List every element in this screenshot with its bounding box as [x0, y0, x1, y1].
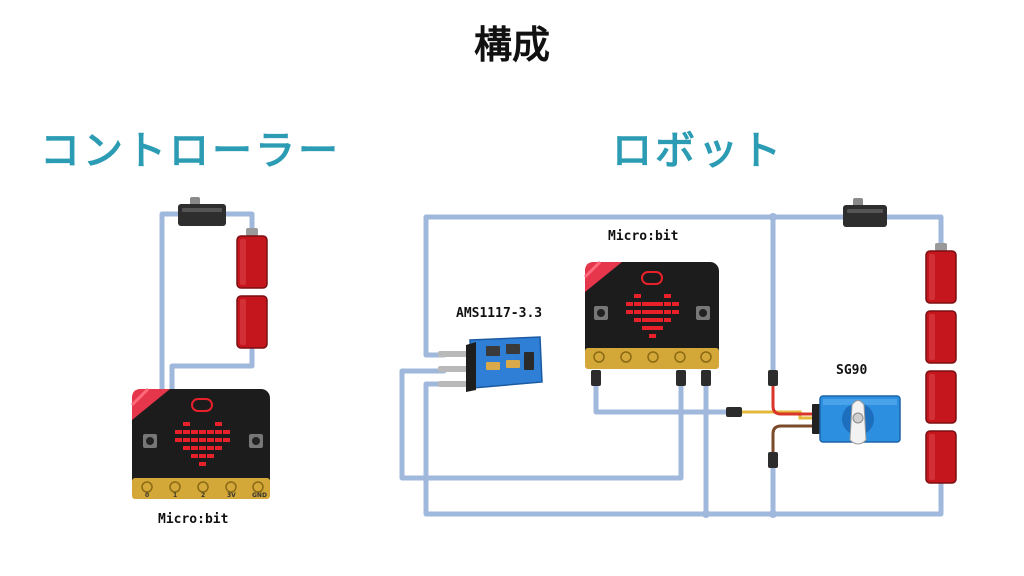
pin-label: 2: [201, 492, 205, 499]
robot-battery-icon: [925, 243, 957, 484]
pin-label: GND: [252, 492, 267, 499]
robot-microbit-label: Micro:bit: [608, 229, 679, 244]
servo-icon: [812, 395, 901, 445]
robot-section-title: ロボット: [612, 128, 784, 174]
wire-connector-icon: [591, 370, 778, 468]
regulator-label: AMS1117-3.3: [456, 306, 543, 321]
controller-section-title: コントローラー: [40, 128, 341, 174]
wire-junctions: [702, 213, 777, 518]
page-title: 構成: [473, 23, 550, 67]
regulator-icon: [438, 336, 543, 392]
robot-wires: [399, 214, 944, 517]
robot-slide-switch-icon[interactable]: [843, 198, 887, 227]
controller-battery-icon: [236, 228, 268, 349]
pin-label: 3V: [227, 492, 236, 499]
robot-microbit-icon: [583, 260, 719, 369]
servo-leads: [738, 382, 820, 458]
controller-microbit-label: Micro:bit: [158, 512, 229, 527]
pin-label: 1: [173, 492, 177, 499]
controller-slide-switch-icon[interactable]: [178, 197, 226, 226]
controller-microbit-icon: 0 1 2 3V GND: [130, 387, 270, 499]
servo-label: SG90: [836, 363, 868, 378]
pin-label: 0: [145, 492, 149, 499]
